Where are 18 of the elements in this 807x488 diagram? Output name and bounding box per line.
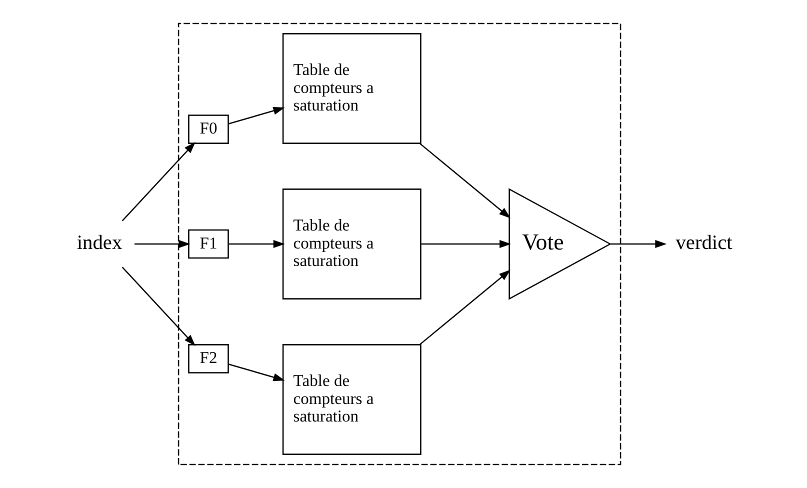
arrow (228, 364, 284, 382)
arrow (121, 142, 195, 222)
arrow (418, 270, 510, 346)
arrow (134, 240, 190, 248)
arrow (228, 240, 284, 248)
arrow (418, 142, 510, 218)
node-text: index (76, 232, 122, 254)
node-text: verdict (675, 232, 732, 254)
node-box: Table de compteurs a saturation (282, 188, 421, 300)
arrow (420, 240, 511, 248)
arrow (228, 106, 284, 124)
arrow (610, 240, 666, 248)
node-box: F2 (188, 344, 228, 374)
node-box: F0 (188, 114, 228, 144)
node-box: Table de compteurs a saturation (282, 33, 421, 144)
arrow (121, 266, 195, 346)
node-box: F1 (188, 229, 228, 259)
node-box: Table de compteurs a saturation (282, 344, 421, 455)
